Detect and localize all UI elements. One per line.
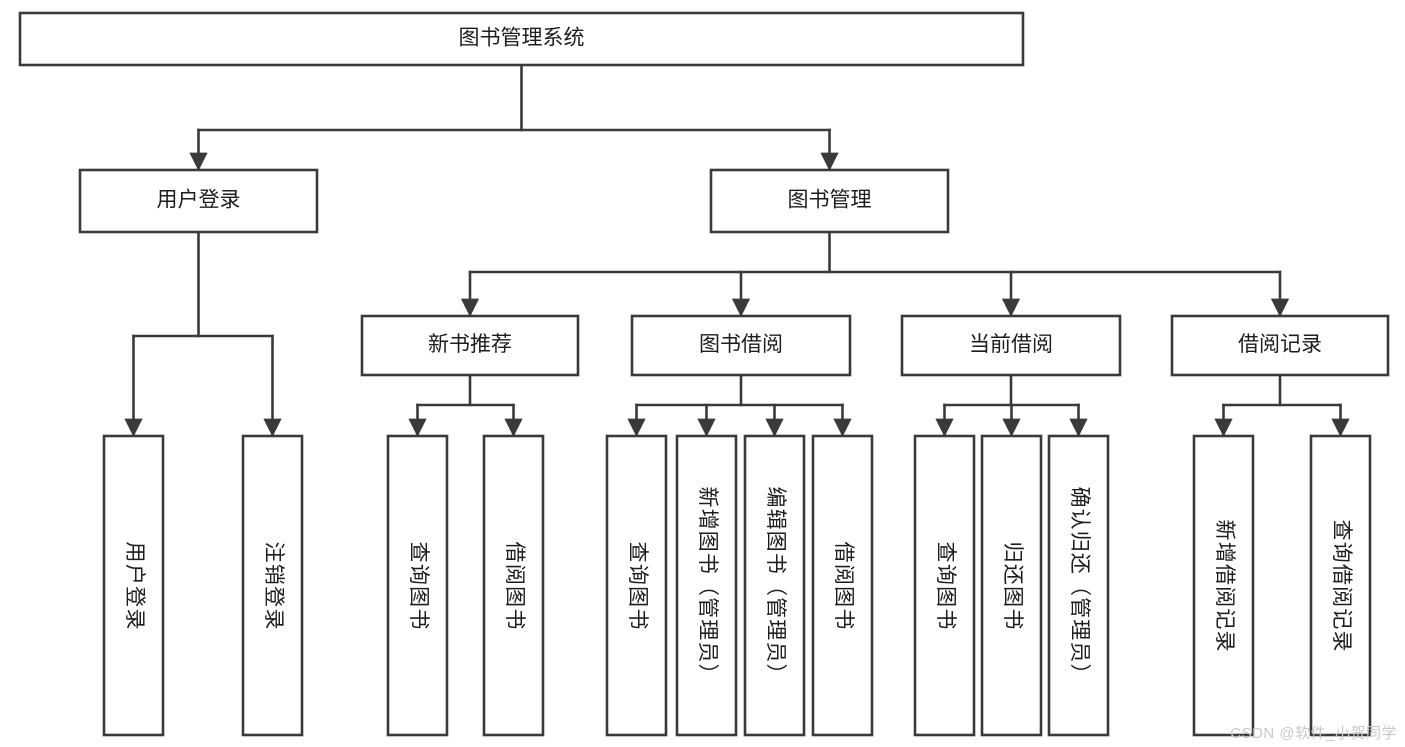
node-label: 编辑图书（管理员） <box>764 487 787 685</box>
node-label: 新增借阅记录 <box>1213 520 1236 652</box>
node-box <box>482 434 545 737</box>
node-leaf-return-book[interactable]: 归还图书 <box>980 434 1043 737</box>
node-box <box>743 434 806 737</box>
node-root[interactable]: 图书管理系统 <box>18 11 1025 67</box>
node-label: 借阅图书 <box>503 542 526 630</box>
node-layer: 图书管理系统用户登录图书管理新书推荐图书借阅当前借阅借阅记录用户登录注销登录查询… <box>18 11 1390 737</box>
node-label: 借阅图书 <box>832 542 855 630</box>
node-label: 用户登录 <box>157 189 241 212</box>
node-label: 查询图书 <box>626 542 649 630</box>
node-box <box>605 434 668 737</box>
node-leaf-logout[interactable]: 注销登录 <box>241 434 304 737</box>
node-leaf-borrow-book-2[interactable]: 借阅图书 <box>811 434 874 737</box>
node-box <box>360 314 580 377</box>
node-label: 注销登录 <box>262 542 285 630</box>
node-label: 新增图书（管理员） <box>696 487 719 685</box>
node-box <box>78 168 319 234</box>
node-label: 图书管理 <box>788 189 872 212</box>
node-box <box>630 314 852 377</box>
node-label: 查询图书 <box>934 542 957 630</box>
node-label: 查询借阅记录 <box>1330 520 1353 652</box>
node-leaf-edit-book[interactable]: 编辑图书（管理员） <box>743 434 806 737</box>
node-borrow-record[interactable]: 借阅记录 <box>1170 314 1390 377</box>
node-box <box>900 314 1122 377</box>
node-leaf-add-record[interactable]: 新增借阅记录 <box>1192 434 1255 737</box>
node-box <box>913 434 976 737</box>
node-label: 归还图书 <box>1001 542 1024 630</box>
node-book-borrow[interactable]: 图书借阅 <box>630 314 852 377</box>
node-box <box>18 11 1025 67</box>
node-box <box>709 168 950 234</box>
node-leaf-query-book-1[interactable]: 查询图书 <box>386 434 449 737</box>
node-label: 借阅记录 <box>1238 333 1322 356</box>
node-box <box>102 434 165 737</box>
node-box <box>386 434 449 737</box>
node-leaf-query-book-3[interactable]: 查询图书 <box>913 434 976 737</box>
node-label: 用户登录 <box>123 542 146 630</box>
node-label: 图书借阅 <box>699 333 783 356</box>
node-box <box>980 434 1043 737</box>
node-box <box>1309 434 1372 737</box>
node-leaf-confirm-return[interactable]: 确认归还（管理员） <box>1047 434 1110 737</box>
node-label: 查询图书 <box>407 542 430 630</box>
node-box <box>241 434 304 737</box>
node-label: 新书推荐 <box>428 333 512 356</box>
connector-layer <box>124 63 1350 437</box>
node-leaf-borrow-book-1[interactable]: 借阅图书 <box>482 434 545 737</box>
node-label: 确认归还（管理员） <box>1068 487 1091 685</box>
node-leaf-add-book[interactable]: 新增图书（管理员） <box>675 434 738 737</box>
node-book-manage[interactable]: 图书管理 <box>709 168 950 234</box>
node-box <box>675 434 738 737</box>
node-new-book-rec[interactable]: 新书推荐 <box>360 314 580 377</box>
node-leaf-user-login[interactable]: 用户登录 <box>102 434 165 737</box>
node-box <box>1192 434 1255 737</box>
watermark-label: CSDN @软件_小贺同学 <box>1230 725 1397 742</box>
node-label: 当前借阅 <box>969 333 1053 356</box>
node-leaf-query-book-2[interactable]: 查询图书 <box>605 434 668 737</box>
node-user-login[interactable]: 用户登录 <box>78 168 319 234</box>
node-leaf-query-record[interactable]: 查询借阅记录 <box>1309 434 1372 737</box>
node-box <box>1047 434 1110 737</box>
node-current-borrow[interactable]: 当前借阅 <box>900 314 1122 377</box>
node-box <box>811 434 874 737</box>
node-box <box>1170 314 1390 377</box>
node-label: 图书管理系统 <box>459 27 585 50</box>
